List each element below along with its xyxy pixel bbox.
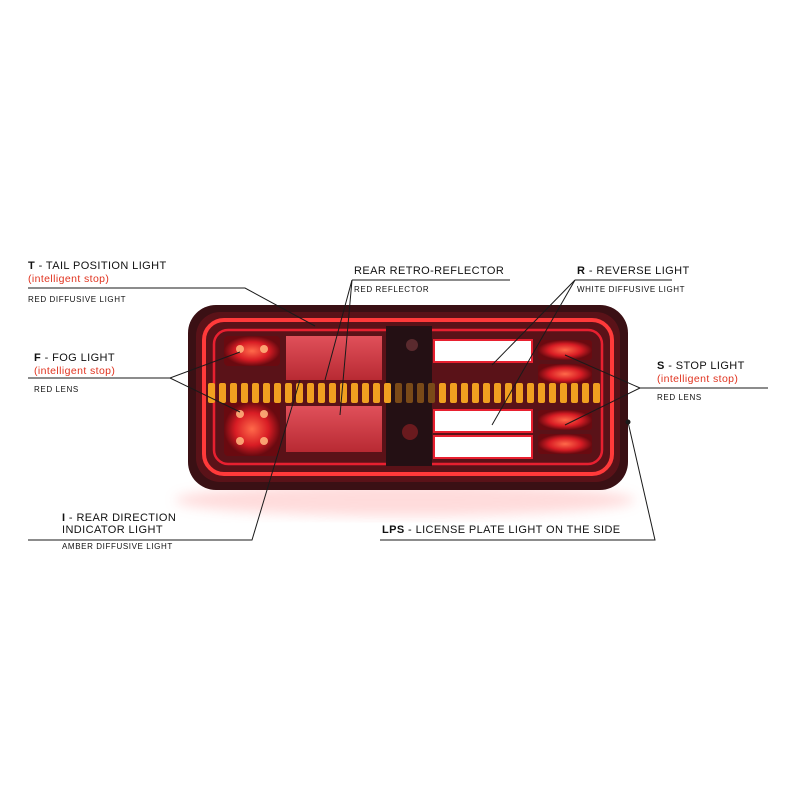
callout-stop-name: Stop light [675, 360, 745, 372]
indicator-led-segment [439, 383, 446, 403]
floor-glow [175, 484, 635, 516]
indicator-led-segment [263, 383, 270, 403]
callout-lps-code: LPS [382, 524, 405, 536]
callout-fog-light: F - Fog light (intelligent stop) Red len… [34, 352, 116, 394]
callout-indicator-name-2: indicator light [62, 524, 163, 536]
stop-light-cluster [538, 340, 592, 454]
indicator-led-segment [538, 383, 545, 403]
indicator-led-segment [252, 383, 259, 403]
callout-tail-desc: Red diffusive light [28, 295, 127, 304]
reverse-light-bars [433, 339, 533, 459]
indicator-led-segment [549, 383, 556, 403]
indicator-led-segment [483, 383, 490, 403]
callout-license-plate-light: LPS - License plate light on the side [382, 524, 621, 536]
indicator-led-segment [494, 383, 501, 403]
indicator-led-segment [516, 383, 523, 403]
indicator-led-segment [318, 383, 325, 403]
indicator-led-segment [417, 383, 424, 403]
indicator-led-segment [450, 383, 457, 403]
callout-tail-name: Tail position light [45, 260, 167, 272]
callout-tail-note: (intelligent stop) [28, 273, 110, 285]
retro-reflector-lower [286, 406, 382, 452]
callout-reverse-desc: White diffusive light [577, 285, 686, 294]
callout-reverse-light: R - Reverse light White diffusive light [577, 265, 690, 294]
indicator-led-segment [582, 383, 589, 403]
callout-lps-name: License plate light on the side [415, 524, 621, 536]
callout-fog-desc: Red lens [34, 385, 79, 394]
outer-light-ring [202, 318, 614, 476]
callout-indicator-light: I - Rear direction indicator light Amber… [62, 512, 177, 551]
callout-fog-code: F [34, 352, 42, 364]
indicator-led-segment [241, 383, 248, 403]
callout-reflector: Rear retro-reflector Red reflector [354, 265, 504, 294]
callout-fog-note: (intelligent stop) [34, 365, 116, 377]
indicator-led-segment [362, 383, 369, 403]
indicator-led-segment [406, 383, 413, 403]
callout-stop-light: S - Stop light (intelligent stop) Red le… [657, 360, 745, 402]
indicator-led-segment [307, 383, 314, 403]
indicator-led-segment [560, 383, 567, 403]
callout-indicator-desc: Amber diffusive light [62, 542, 173, 551]
callout-indicator-name-1: Rear direction [76, 512, 177, 524]
callout-reverse-name: Reverse light [596, 265, 690, 277]
indicator-led-segment [593, 383, 600, 403]
indicator-led-segment [428, 383, 435, 403]
indicator-led-segment [274, 383, 281, 403]
indicator-led-segment [461, 383, 468, 403]
indicator-led-segment [505, 383, 512, 403]
indicator-led-segment [230, 383, 237, 403]
indicator-led-segment [219, 383, 226, 403]
indicator-led-segment [285, 383, 292, 403]
indicator-led-segment [384, 383, 391, 403]
callout-fog-name: Fog light [52, 352, 115, 364]
indicator-led-segment [208, 383, 215, 403]
retro-reflector-upper [286, 336, 382, 380]
indicator-led-segment [472, 383, 479, 403]
callout-stop-desc: Red lens [657, 393, 702, 402]
indicator-led-segment [329, 383, 336, 403]
indicator-led-segment [527, 383, 534, 403]
indicator-led-segment [296, 383, 303, 403]
indicator-led-segment [571, 383, 578, 403]
callout-tail-code: T [28, 260, 36, 272]
indicator-led-segment [351, 383, 358, 403]
indicator-led-segment [395, 383, 402, 403]
callout-reflector-name: Rear retro-reflector [354, 265, 505, 277]
callout-tail-light: T - Tail position light (intelligent sto… [28, 260, 167, 304]
callout-stop-code: S [657, 360, 665, 372]
fog-light-cluster [224, 336, 280, 456]
leader-lines [28, 279, 768, 541]
indicator-led-segment [373, 383, 380, 403]
callout-stop-note: (intelligent stop) [657, 373, 739, 385]
callout-reflector-desc: Red reflector [354, 285, 430, 294]
callout-reverse-code: R [577, 265, 586, 277]
callout-indicator-code: I [62, 512, 66, 524]
